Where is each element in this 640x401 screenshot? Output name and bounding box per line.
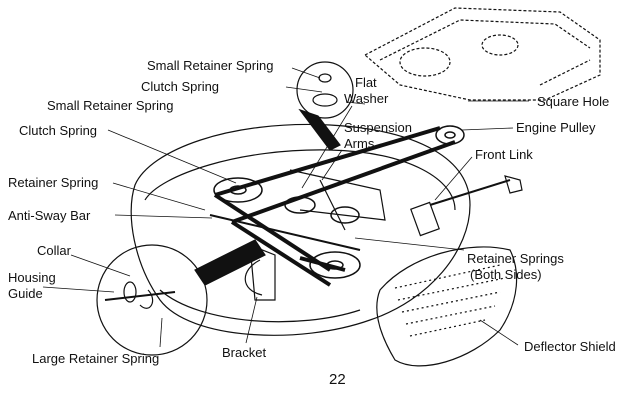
- page-number: 22: [329, 371, 346, 388]
- label-bracket: Bracket: [222, 345, 267, 360]
- label-guide: Guide: [8, 286, 43, 301]
- label-flat: Flat: [355, 75, 377, 90]
- label-housing: Housing: [8, 270, 56, 285]
- label-clutch-spring-left: Clutch Spring: [19, 123, 98, 138]
- label-both-sides: (Both Sides): [470, 267, 542, 282]
- front-link: [429, 179, 511, 206]
- label-anti-sway-bar: Anti-Sway Bar: [8, 208, 91, 223]
- label-clutch-spring-top: Clutch Spring: [141, 79, 220, 94]
- label-square-hole: Square Hole: [537, 94, 610, 109]
- label-large-retainer-spring: Large Retainer Spring: [32, 351, 160, 366]
- leader-lines: [42, 67, 529, 348]
- deflector-shield-drawing: [376, 246, 518, 367]
- label-engine-pulley: Engine Pulley: [516, 120, 596, 135]
- label-small-retainer-spring-top: Small Retainer Spring: [147, 58, 274, 73]
- label-small-retainer-spring-mid: Small Retainer Spring: [47, 98, 174, 113]
- collar-housing-detail: [96, 244, 208, 356]
- label-collar: Collar: [37, 243, 71, 258]
- label-front-link: Front Link: [475, 147, 533, 162]
- label-deflector-shield: Deflector Shield: [524, 339, 616, 354]
- label-suspension: Suspension: [344, 120, 412, 135]
- label-retainer-spring: Retainer Spring: [8, 175, 99, 190]
- pulleys: [213, 125, 465, 279]
- label-retainer-springs: Retainer Springs: [467, 251, 564, 266]
- deck-outline: [130, 123, 471, 336]
- engine-frame: [363, 7, 601, 101]
- label-washer: Washer: [344, 91, 389, 106]
- label-arms: Arms: [344, 136, 375, 151]
